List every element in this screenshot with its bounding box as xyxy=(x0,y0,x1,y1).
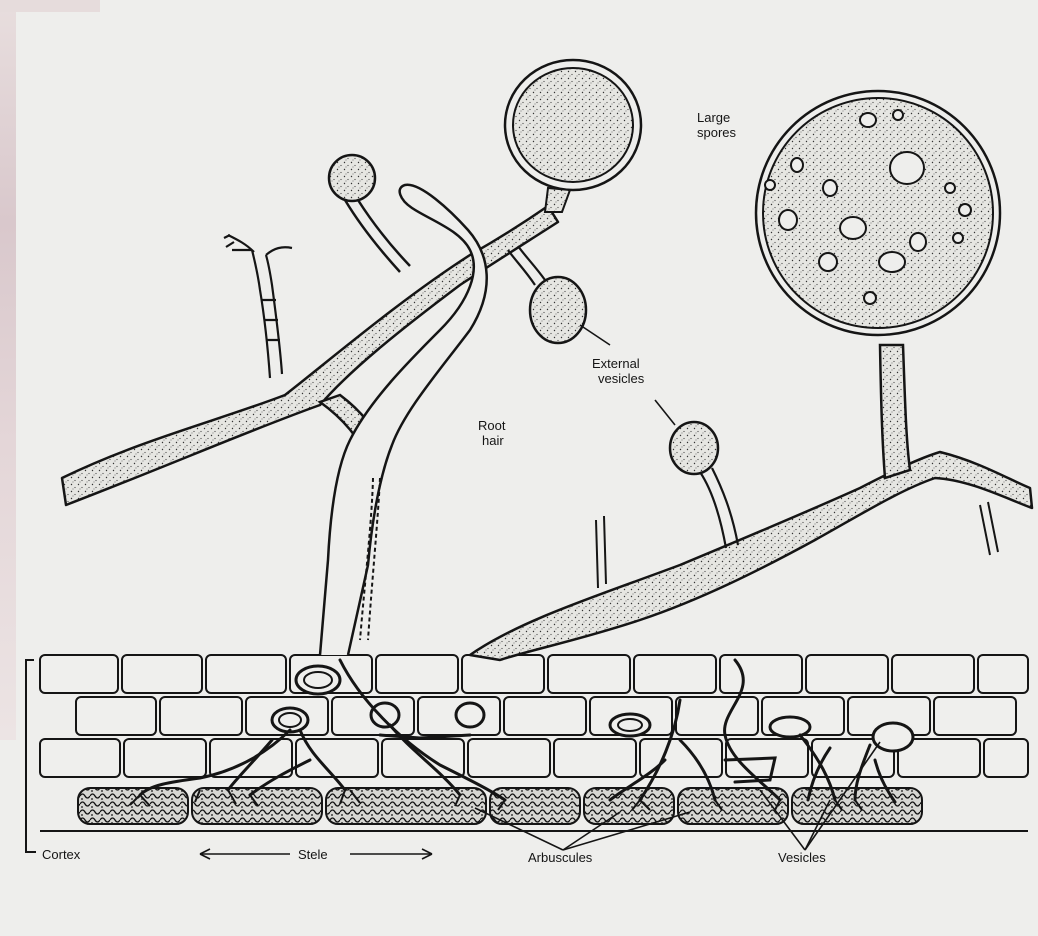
external-vesicle-2 xyxy=(670,422,738,548)
right-hypha xyxy=(470,452,1032,660)
thin-branched-hypha xyxy=(224,235,292,378)
label-vesicles: Vesicles xyxy=(778,850,826,865)
label-large-spores-line2: spores xyxy=(697,125,736,140)
label-large-spores: Large spores xyxy=(697,110,736,140)
label-external-vesicles-line1: External xyxy=(592,356,644,371)
label-stele: Stele xyxy=(298,847,328,862)
label-external-vesicles-line2: vesicles xyxy=(592,371,644,386)
large-spore-left xyxy=(505,60,641,212)
cortex-cells xyxy=(40,655,1028,777)
label-root-hair: Root hair xyxy=(478,418,505,448)
small-spore-left xyxy=(329,155,410,272)
label-external-vesicles: External vesicles xyxy=(592,356,644,386)
label-large-spores-line1: Large xyxy=(697,110,736,125)
label-root-hair-line2: hair xyxy=(478,433,505,448)
cortex-bracket xyxy=(26,660,36,852)
label-root-hair-line1: Root xyxy=(478,418,505,433)
large-spore-right xyxy=(756,91,1000,335)
external-vesicle-1 xyxy=(508,246,586,343)
label-arbuscules: Arbuscules xyxy=(528,850,592,865)
label-cortex: Cortex xyxy=(42,847,80,862)
left-hypha xyxy=(62,206,558,505)
